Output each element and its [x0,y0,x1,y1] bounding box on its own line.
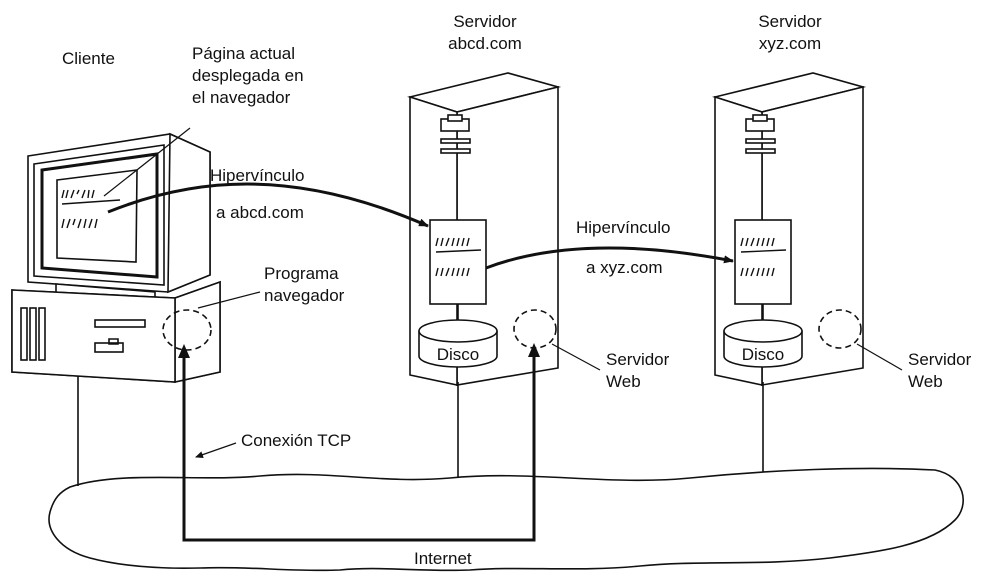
browser-program-marker [162,309,212,351]
client-page-text [61,189,121,229]
current-page-line-2: desplegada en [192,66,304,85]
server-abcd-icon [407,72,562,386]
tcp-leader [195,442,237,458]
web-server-xyz-leader [856,343,903,371]
tcp-arrow-client [178,344,190,358]
client-base-details [20,307,146,361]
web-server-abcd-leader [551,343,601,371]
disk-xyz-icon [723,319,803,368]
server-abcd-page-text [435,237,482,277]
current-page-line-3: el navegador [192,88,291,107]
internet-label: Internet [414,549,472,568]
server-xyz-line-2: xyz.com [758,34,822,53]
disk-abcd-icon [418,319,498,368]
server-abcd-line-1: Servidor [453,12,517,31]
tcp-arrow-server [528,343,540,357]
web-server-xyz-label: Servidor Web [908,349,971,393]
server-xyz-line-1: Servidor [758,12,822,31]
server-abcd-vents [440,114,471,154]
hyperlink-arrow-xyz [485,246,734,270]
tcp-connection-line [182,352,536,542]
server-xyz-page-text [740,237,787,277]
hyperlink-xyz-target: a xyz.com [586,258,663,277]
server-abcd-line-2: abcd.com [448,34,522,53]
current-page-label: Página actual desplegada en el navegador [192,43,304,109]
server-abcd-page [429,219,487,305]
web-server-abcd-label: Servidor Web [606,349,669,393]
client-label: Cliente [62,49,115,68]
hyperlink-arrow-abcd [107,182,429,228]
hyperlink-xyz-label: Hipervínculo [576,218,671,237]
server-xyz-vents [745,114,776,154]
server-xyz-page [734,219,792,305]
tcp-connection-label: Conexión TCP [241,431,352,450]
browser-program-leader [197,291,261,309]
disk-abcd-label: Disco [436,345,480,364]
web-server-xyz-line-2: Web [908,372,943,391]
disk-xyz-label: Disco [741,345,785,364]
web-server-abcd-line-2: Web [606,372,641,391]
current-page-leader [103,127,191,197]
server-xyz-label: Servidor xyz.com [735,11,845,55]
web-server-xyz-line-1: Servidor [908,350,972,369]
hyperlink-abcd-target: a abcd.com [216,203,304,222]
web-server-abcd-line-1: Servidor [606,350,670,369]
internet-cloud [48,467,964,572]
browser-program-label: Programa navegador [264,263,344,307]
current-page-line-1: Página actual [192,44,296,63]
browser-program-line-2: navegador [264,286,345,305]
browser-program-line-1: Programa [264,264,339,283]
web-server-xyz-marker [818,309,862,349]
hyperlink-abcd-label: Hipervínculo [210,166,305,185]
server-abcd-label: Servidor abcd.com [430,11,540,55]
